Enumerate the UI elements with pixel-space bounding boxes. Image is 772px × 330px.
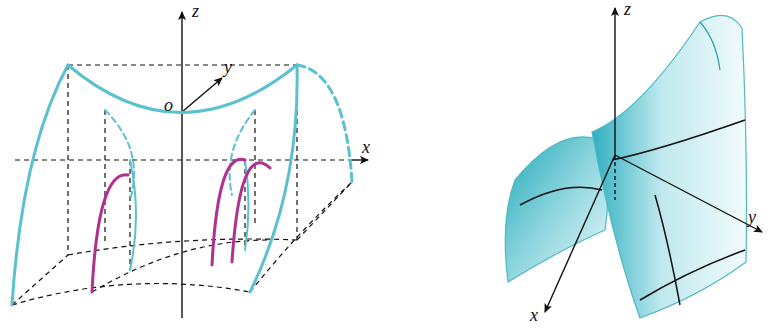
axis-label: z [192, 2, 199, 20]
axis-label: z [624, 0, 631, 18]
axis-label: x [362, 138, 370, 156]
axis-label: o [164, 96, 173, 114]
axis-label: y [224, 58, 232, 76]
axis-label: y [748, 208, 756, 226]
axis-label: x [530, 306, 538, 324]
